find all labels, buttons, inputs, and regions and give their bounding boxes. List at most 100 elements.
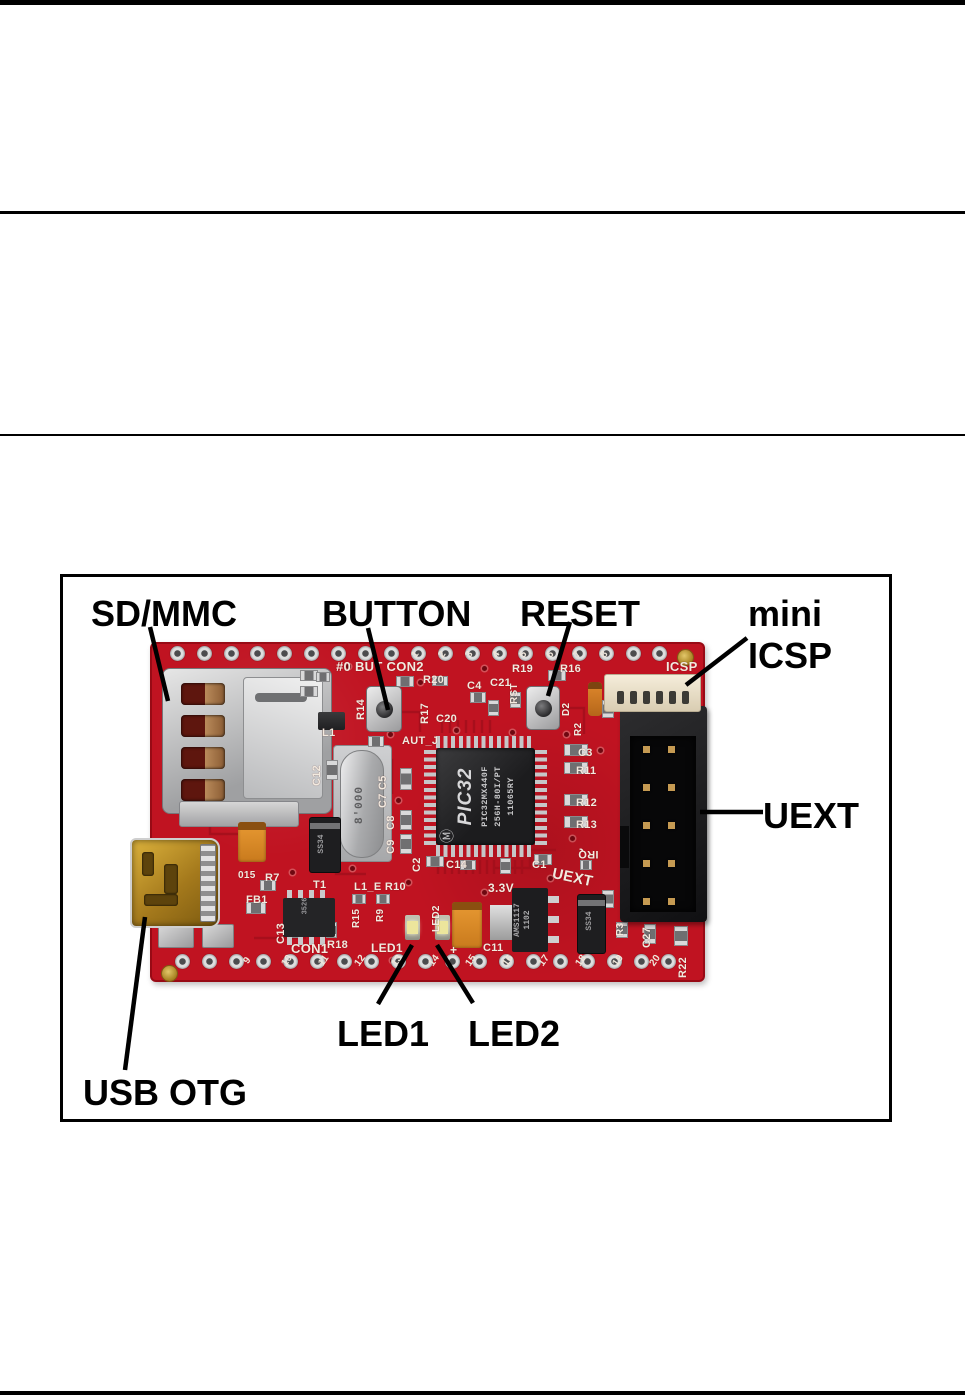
icsp-pin-slot — [643, 691, 650, 704]
silkscreen-label: R16 — [560, 663, 582, 675]
smd-component — [260, 880, 276, 891]
through-hole-pad — [357, 646, 373, 661]
reset-pointer-line — [545, 621, 573, 697]
mini-icsp-connector — [604, 674, 701, 712]
mount-hole — [162, 966, 177, 981]
label-button: BUTTON — [322, 593, 472, 634]
icsp-pin-slot — [630, 691, 637, 704]
board-figure-frame: 8'000 PIC32 PIC32MX440F 256H-80I/PT 1106… — [60, 574, 892, 1122]
uext-connector — [620, 706, 707, 922]
chip-pins — [424, 748, 436, 845]
through-hole-pad — [661, 954, 676, 969]
through-hole-pad — [256, 954, 271, 969]
through-hole-pad — [634, 954, 649, 969]
uext-key-notch — [620, 826, 629, 868]
uext-pin — [643, 898, 650, 905]
regulator-lead — [548, 896, 559, 903]
diode-cap — [588, 682, 602, 689]
via — [564, 732, 569, 737]
sd-mmc-socket — [162, 668, 332, 827]
through-hole-pad — [384, 646, 400, 661]
through-hole-pad — [250, 646, 266, 661]
smd-component — [564, 762, 588, 774]
via — [482, 890, 487, 895]
silkscreen-label: C1 — [532, 859, 547, 871]
silkscreen-label: C14 — [446, 859, 468, 871]
smd-component — [316, 672, 330, 682]
through-hole-pad — [607, 954, 622, 969]
through-hole-pad — [283, 954, 298, 969]
regulator-lead — [548, 936, 559, 943]
smd-component — [396, 676, 414, 687]
reset-plunger — [534, 699, 552, 717]
via — [454, 728, 459, 733]
silkscreen-label: R12 — [576, 797, 598, 809]
smd-component — [400, 810, 412, 830]
smd-component — [564, 816, 588, 828]
silkscreen-label: R13 — [576, 819, 598, 831]
tantalum-capacitor — [238, 822, 266, 862]
smd-component — [368, 736, 384, 747]
led1-component — [405, 915, 420, 940]
chip-pins — [436, 845, 535, 857]
label-icsp: ICSP — [748, 635, 833, 676]
smd-component — [564, 794, 588, 806]
chip-body: PIC32 PIC32MX440F 256H-80I/PT 11065RY Ⓜ — [436, 748, 535, 845]
silkscreen-label: C21 — [490, 677, 512, 689]
uext-pin — [668, 898, 675, 905]
uext-pin — [668, 746, 675, 753]
through-hole-pad — [545, 646, 561, 661]
through-hole-pad — [472, 954, 487, 969]
through-hole-pad — [364, 954, 379, 969]
led2-pointer-line — [435, 943, 475, 1005]
through-hole-pad — [438, 646, 453, 661]
soic-body — [283, 898, 335, 937]
usb-solder-pad — [158, 924, 194, 948]
footer-rule — [0, 1391, 965, 1395]
silkscreen-label: R19 — [512, 663, 534, 675]
smd-component — [246, 902, 266, 914]
label-led2: LED2 — [468, 1013, 561, 1054]
silkscreen-label: C20 — [436, 713, 458, 725]
via — [482, 666, 487, 671]
smd-component — [674, 926, 688, 946]
through-hole-pad — [223, 646, 239, 661]
smd-component — [352, 894, 366, 904]
smd-component — [400, 834, 412, 854]
icsp-pin-slot — [656, 691, 663, 704]
through-hole-pad — [330, 646, 346, 661]
usb-contact-strip — [200, 844, 216, 922]
through-hole-pad — [464, 646, 480, 661]
section-rule — [0, 434, 965, 436]
mini-icsp-pointer-line — [684, 636, 749, 687]
through-hole-pad — [418, 954, 433, 969]
silkscreen-label: 3.3V — [488, 881, 514, 895]
button-pointer-line — [365, 627, 391, 711]
via — [350, 866, 355, 871]
usb-otg-pointer-line — [122, 916, 148, 1071]
through-hole-pad — [499, 954, 514, 969]
schottky-diode: SS34 — [578, 895, 605, 953]
smd-component — [564, 744, 588, 756]
through-hole-pad — [580, 954, 595, 969]
smd-component — [400, 768, 412, 790]
uext-pin — [643, 822, 650, 829]
through-hole-pad — [337, 954, 352, 969]
soic-pins — [287, 890, 331, 898]
smd-component — [488, 700, 499, 716]
crystal-oscillator: 8'000 — [340, 750, 384, 858]
through-hole-pad — [625, 646, 641, 661]
via — [418, 680, 423, 685]
usb-otg-connector — [130, 838, 220, 928]
silkscreen-label: L1 — [322, 727, 336, 739]
through-hole-pad — [170, 646, 185, 661]
smd-component — [580, 860, 592, 870]
smd-component — [300, 686, 318, 697]
diode-band — [578, 900, 605, 906]
pcb-board: 8'000 PIC32 PIC32MX440F 256H-80I/PT 1106… — [130, 642, 707, 982]
smd-component — [644, 924, 656, 944]
smd-component — [500, 858, 511, 874]
through-hole-pad — [277, 646, 293, 661]
via — [290, 870, 295, 875]
